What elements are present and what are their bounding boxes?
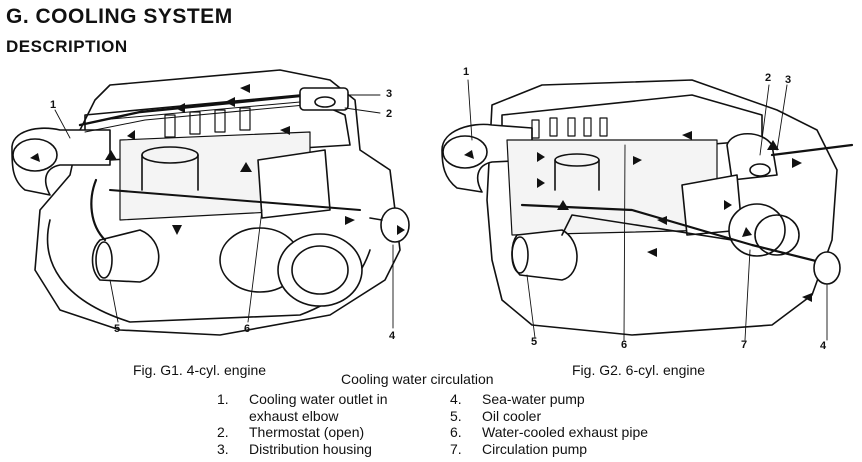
legend-number: 3. (217, 440, 229, 457)
legend-item: 6. Water-cooled exhaust pipe (450, 424, 742, 441)
g2-callout-4: 4 (820, 340, 827, 352)
figure-g2-6cyl-engine-illustration (441, 79, 854, 341)
leader-lines (54, 94, 394, 329)
thermostat-housing (299, 87, 349, 111)
legend-item: 7. Circulation pump (450, 441, 742, 458)
legend-number: 4. (450, 391, 462, 407)
legend-item: 5. Oil cooler (450, 408, 742, 425)
legend-text: Distribution housing (249, 440, 372, 457)
legend-text: Thermostat (open) (249, 424, 365, 440)
side-coolant-pipe (90, 178, 107, 242)
legend-number: 6. (450, 424, 462, 440)
figure-g1-4cyl-engine-illustration (11, 69, 410, 336)
legend-text: Oil cooler (482, 407, 542, 424)
water-cooled-exhaust-pipe (257, 149, 331, 219)
legend-right-column: 4. Sea-water pump 5. Oil cooler 6. Water… (450, 391, 742, 457)
g2-callout-3: 3 (785, 74, 792, 86)
valve-stubs (531, 117, 608, 139)
legend-item: 1. Cooling water outlet in exhaust elbow (217, 391, 414, 424)
legend-item: 4. Sea-water pump (450, 391, 742, 408)
g1-callout-5: 5 (114, 323, 121, 335)
legend-number: 2. (217, 424, 229, 440)
flow-arrow-icon (464, 131, 812, 302)
g2-callout-5: 5 (531, 336, 538, 348)
circulation-pump (728, 203, 786, 257)
figure-g1-caption: Fig. G1. 4-cyl. engine (133, 362, 267, 378)
g1-callout-1: 1 (50, 99, 57, 111)
legend-item: 2. Thermostat (open) (217, 424, 414, 441)
sea-water-pump (813, 251, 841, 285)
legend-number: 5. (450, 407, 462, 424)
legend-text: Sea-water pump (482, 391, 585, 407)
g2-callout-6: 6 (621, 339, 628, 351)
legend-text: Circulation pump (482, 440, 588, 457)
g1-callout-3: 3 (386, 88, 393, 100)
section-subtitle: DESCRIPTION (6, 37, 128, 56)
legend-number: 1. (217, 391, 229, 407)
g2-callout-7: 7 (741, 339, 748, 351)
sea-water-pump (380, 207, 410, 243)
legend-text: Cooling water outlet in exhaust elbow (249, 391, 388, 424)
legend-text: Water-cooled exhaust pipe (482, 424, 649, 440)
injector-stubs (164, 107, 251, 138)
g1-callout-2: 2 (386, 108, 393, 120)
g2-callout-2: 2 (765, 72, 772, 84)
thermostat-housing (726, 132, 778, 181)
leader-lines (467, 79, 828, 341)
g1-callout-4: 4 (389, 330, 396, 342)
figure-g2-caption: Fig. G2. 6-cyl. engine (572, 362, 706, 378)
exhaust-elbow (11, 127, 111, 196)
long-coolant-pipe (520, 203, 834, 267)
g2-callout-1: 1 (463, 66, 470, 78)
shared-figure-caption: Cooling water circulation (341, 371, 494, 387)
g1-callout-6: 6 (244, 323, 251, 335)
legend-number: 7. (450, 440, 462, 457)
flow-arrow-icon (30, 84, 405, 235)
legend-left-column: 1. Cooling water outlet in exhaust elbow… (217, 391, 414, 457)
legend-item: 3. Distribution housing (217, 441, 414, 458)
section-title: G. COOLING SYSTEM (6, 5, 233, 28)
oil-cooler (91, 229, 160, 283)
